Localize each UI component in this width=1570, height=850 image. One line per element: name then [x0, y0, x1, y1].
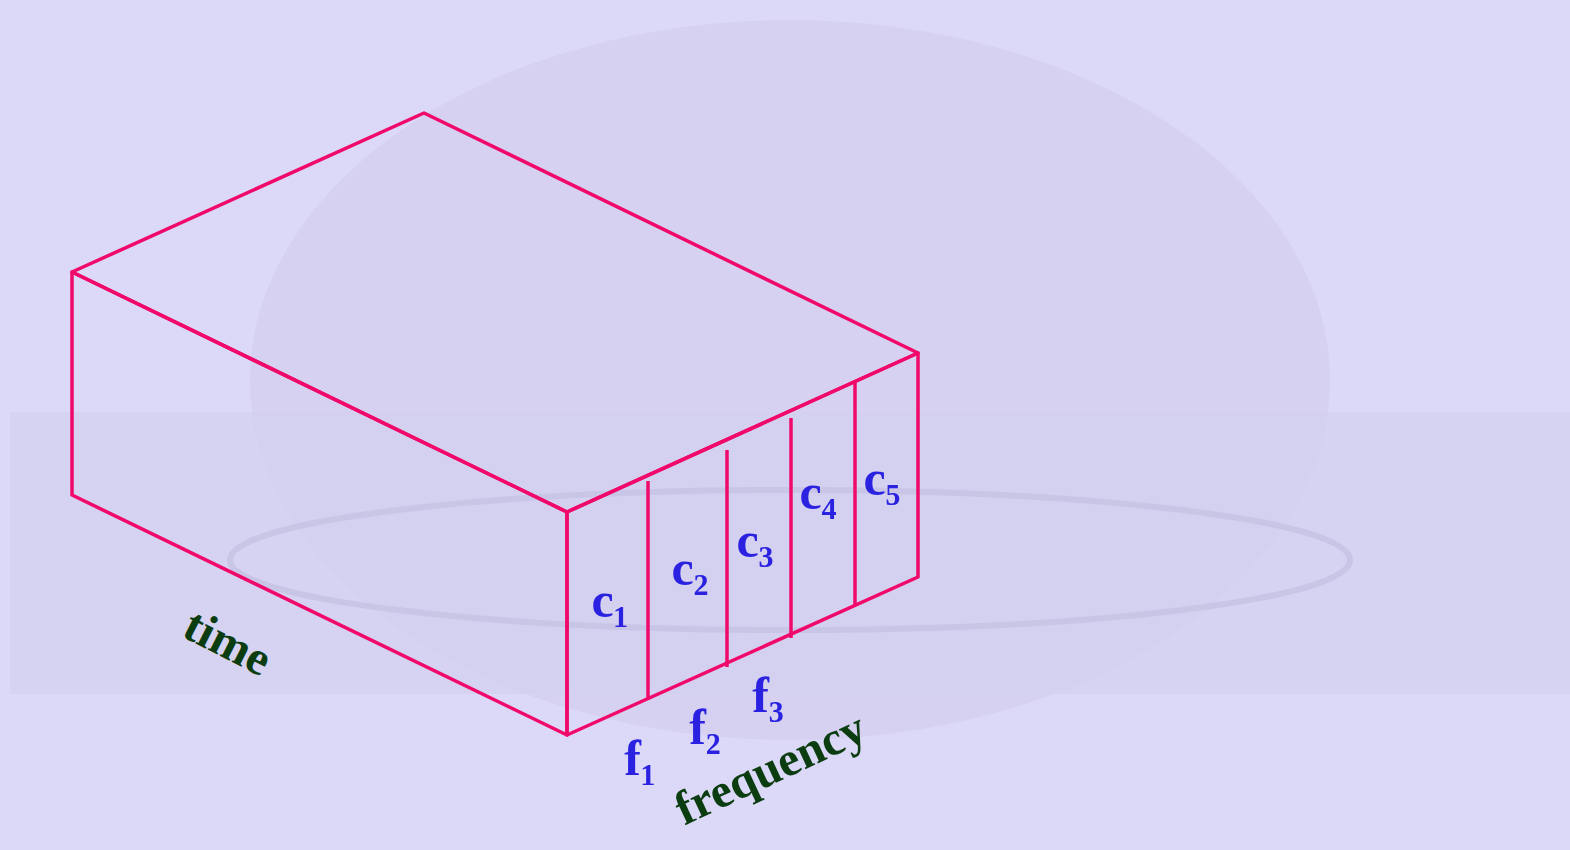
channel-label: c₄	[799, 467, 836, 517]
channel-divider	[725, 450, 729, 667]
channel-label: c₂	[671, 543, 708, 593]
photo-dome	[250, 20, 1330, 740]
channel-label: c₅	[863, 453, 900, 503]
channel-label: c₁	[591, 575, 628, 625]
channel-label: c₃	[736, 515, 773, 565]
box-side	[72, 272, 567, 735]
frequency-label: f₂	[689, 702, 721, 752]
box-front	[567, 353, 918, 735]
frequency-label: f₁	[624, 733, 656, 783]
channel-divider	[789, 418, 793, 638]
frequency-label: f₃	[752, 670, 784, 720]
channel-divider	[853, 383, 857, 606]
channel-divider	[646, 481, 650, 700]
